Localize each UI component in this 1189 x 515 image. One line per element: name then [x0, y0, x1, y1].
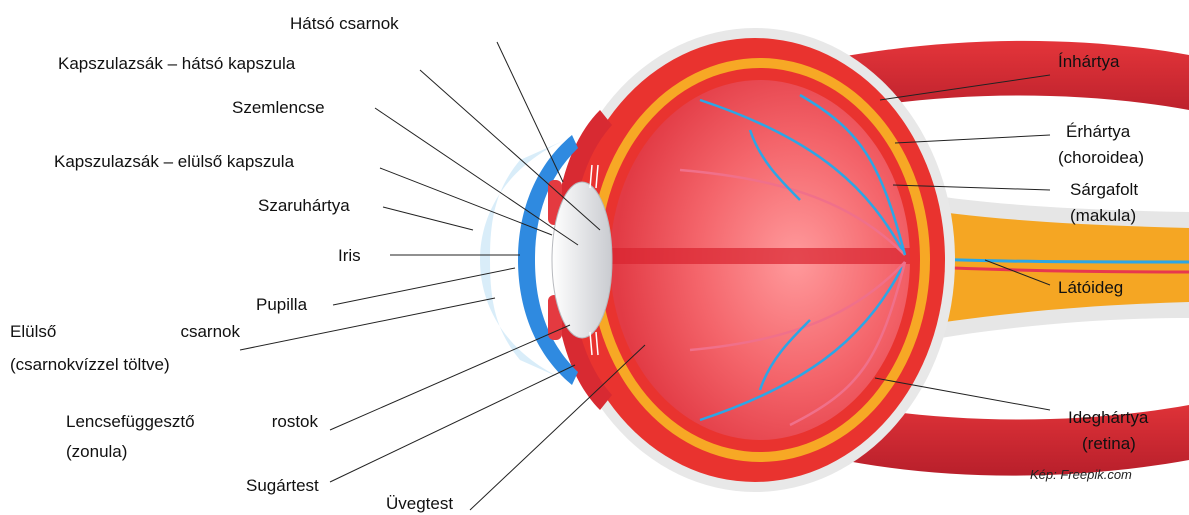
label-uvegtest: Üvegtest	[386, 494, 453, 514]
label-ideghartya: Ideghártya	[1068, 408, 1148, 428]
label-szaruhartya: Szaruhártya	[258, 196, 350, 216]
label-ideghartya-sub: (retina)	[1082, 434, 1136, 454]
label-sugartest: Sugártest	[246, 476, 319, 496]
label-hatso-csarnok: Hátsó csarnok	[290, 14, 399, 34]
label-erhartya-sub: (choroidea)	[1058, 148, 1144, 168]
label-elulso-csarnok-sub: (csarnokvízzel töltve)	[10, 355, 170, 375]
label-sargafolt-sub: (makula)	[1070, 206, 1136, 226]
label-lencse: Lencsefüggesztő rostok	[66, 412, 318, 432]
label-pupilla: Pupilla	[256, 295, 307, 315]
label-kapszula-elulso: Kapszulazsák – elülső kapszula	[54, 152, 294, 172]
label-iris: Iris	[338, 246, 361, 266]
lens	[552, 182, 612, 338]
label-erhartya: Érhártya	[1066, 122, 1130, 142]
label-lencse-sub: (zonula)	[66, 442, 127, 462]
label-sargafolt: Sárgafolt	[1070, 180, 1138, 200]
label-latoideg: Látóideg	[1058, 278, 1123, 298]
label-elulso-csarnok-word2: csarnok	[180, 322, 240, 342]
label-inhartya: Ínhártya	[1058, 52, 1119, 72]
label-elulso-csarnok: Elülső csarnok	[10, 322, 240, 342]
label-lencse-word2: rostok	[272, 412, 318, 432]
label-szemlencse: Szemlencse	[232, 98, 325, 118]
label-elulso-csarnok-word1: Elülső	[10, 322, 56, 341]
image-credit: Kép: Freepik.com	[1030, 467, 1132, 482]
label-lencse-word1: Lencsefüggesztő	[66, 412, 195, 431]
label-kapszula-hatso: Kapszulazsák – hátsó kapszula	[58, 54, 295, 74]
